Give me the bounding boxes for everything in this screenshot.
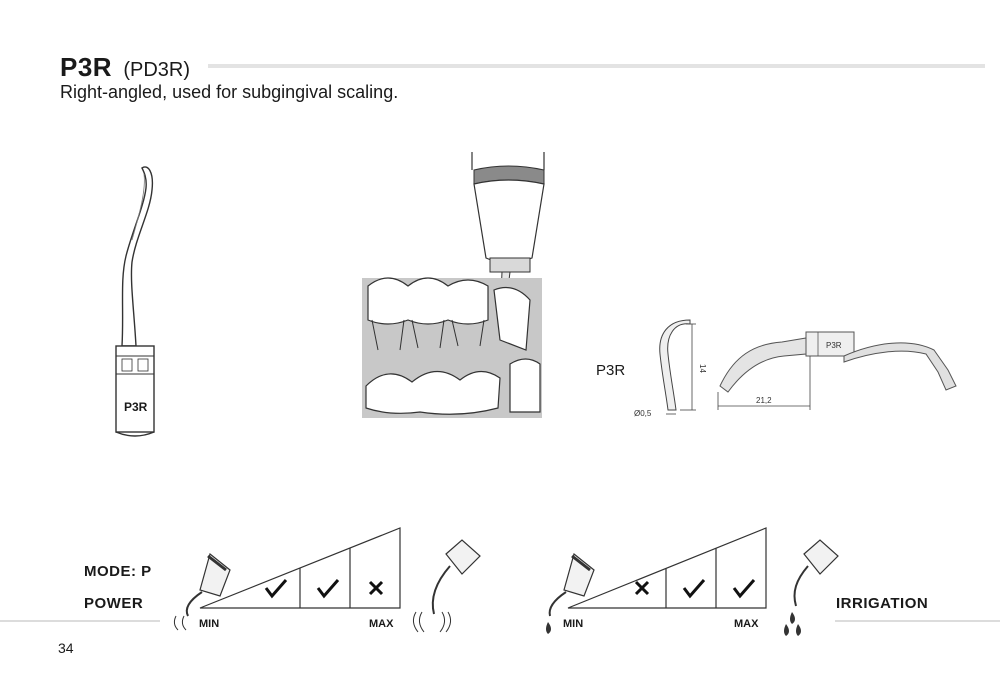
engraving-text: P3R	[826, 341, 842, 350]
technical-drawing-label: P3R	[596, 362, 626, 379]
power-level-3-cross	[368, 580, 384, 596]
power-gauge	[173, 527, 481, 633]
handpiece-high-power-icon	[412, 539, 481, 633]
bottom-rule-left	[0, 620, 160, 622]
side-view-drawing: P3R 21,2	[717, 331, 855, 410]
irrigation-min-label: MIN	[563, 618, 584, 630]
perspective-drawing	[843, 342, 957, 391]
irrigation-max-label: MAX	[734, 618, 759, 630]
product-alt-code: (PD3R)	[123, 59, 190, 81]
dimension-diameter: Ø0,5	[634, 409, 652, 418]
product-description: Right-angled, used for subgingival scali…	[60, 82, 399, 102]
bottom-rule-right	[835, 620, 1000, 622]
title-divider	[208, 64, 985, 68]
product-code: P3R	[60, 52, 113, 82]
irrigation-level-2-check	[682, 579, 706, 599]
scaler-tip-illustration	[115, 166, 155, 437]
tip-label: P3R	[124, 400, 148, 414]
power-level-2-check	[316, 579, 340, 599]
application-illustration	[362, 152, 545, 418]
irrigation-level-1-cross	[634, 580, 650, 596]
power-max-label: MAX	[369, 618, 394, 630]
mode-label: MODE: P	[84, 563, 152, 580]
handpiece-high-irrigation-icon	[784, 539, 839, 636]
irrigation-gauge	[546, 527, 839, 636]
power-level-1-check	[264, 579, 288, 599]
power-min-label: MIN	[199, 618, 220, 630]
dimension-height: 14	[698, 364, 707, 373]
page-title: P3R (PD3R)	[60, 52, 190, 85]
irrigation-level-3-check	[732, 579, 756, 599]
irrigation-label: IRRIGATION	[836, 595, 929, 612]
handpiece-low-power-icon	[173, 552, 231, 631]
dimension-length: 21,2	[756, 396, 772, 405]
tip-dimension-drawing: 14 Ø0,5	[634, 319, 707, 418]
page-number: 34	[58, 640, 74, 656]
power-label: POWER	[84, 595, 144, 612]
handpiece-low-irrigation-icon	[546, 552, 595, 634]
